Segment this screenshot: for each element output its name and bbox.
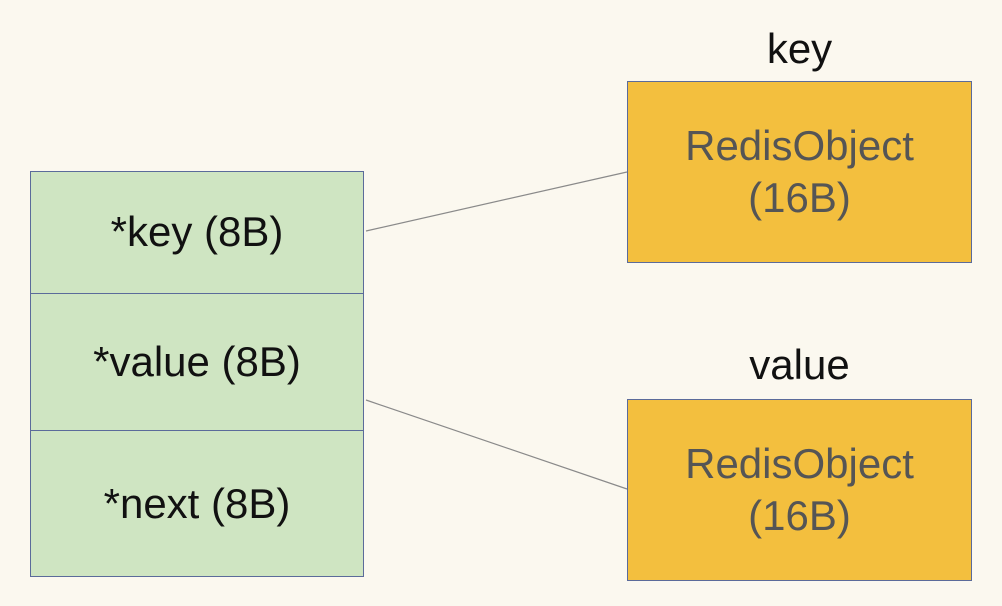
key-pointer-line bbox=[365, 171, 628, 232]
key-redis-object: RedisObject (16B) bbox=[627, 81, 972, 263]
key-redis-object-name: RedisObject bbox=[685, 122, 914, 169]
value-redis-object-size: (16B) bbox=[748, 492, 851, 539]
entry-field-next: *next (8B) bbox=[31, 430, 363, 576]
entry-field-value: *value (8B) bbox=[31, 292, 363, 431]
key-redis-object-size: (16B) bbox=[748, 174, 851, 221]
value-object-label: value bbox=[749, 341, 850, 388]
value-pointer-line bbox=[365, 399, 628, 490]
value-redis-object-name: RedisObject bbox=[685, 440, 914, 487]
value-redis-object: RedisObject (16B) bbox=[627, 399, 972, 581]
dict-entry-struct: *key (8B) *value (8B) *next (8B) bbox=[30, 171, 364, 577]
key-object-label: key bbox=[766, 25, 833, 72]
entry-field-key: *key (8B) bbox=[110, 208, 284, 256]
